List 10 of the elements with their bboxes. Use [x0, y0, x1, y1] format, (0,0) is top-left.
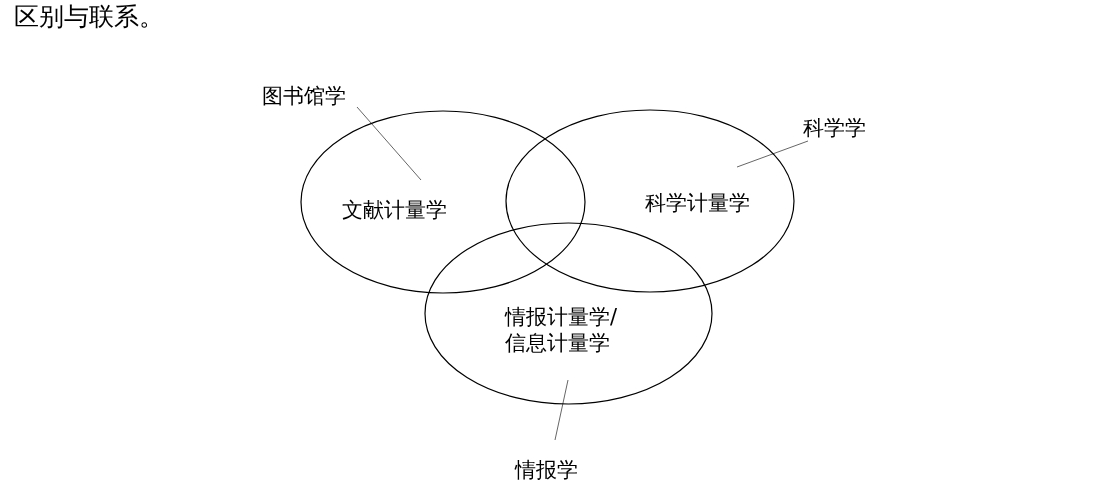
ellipse-label: 情报计量学/信息计量学: [505, 304, 619, 357]
callout-text: 情报学: [515, 457, 578, 484]
callout-text: 图书馆学: [262, 83, 346, 110]
ellipse-label: 科学计量学: [645, 190, 751, 217]
ellipse-label: 文献计量学: [342, 197, 448, 224]
callout-text: 科学学: [803, 115, 866, 142]
leader-line: [736, 140, 809, 168]
leader-line: [356, 106, 422, 181]
paragraph-text: 区别与联系。: [14, 1, 164, 33]
leader-line: [554, 379, 569, 441]
